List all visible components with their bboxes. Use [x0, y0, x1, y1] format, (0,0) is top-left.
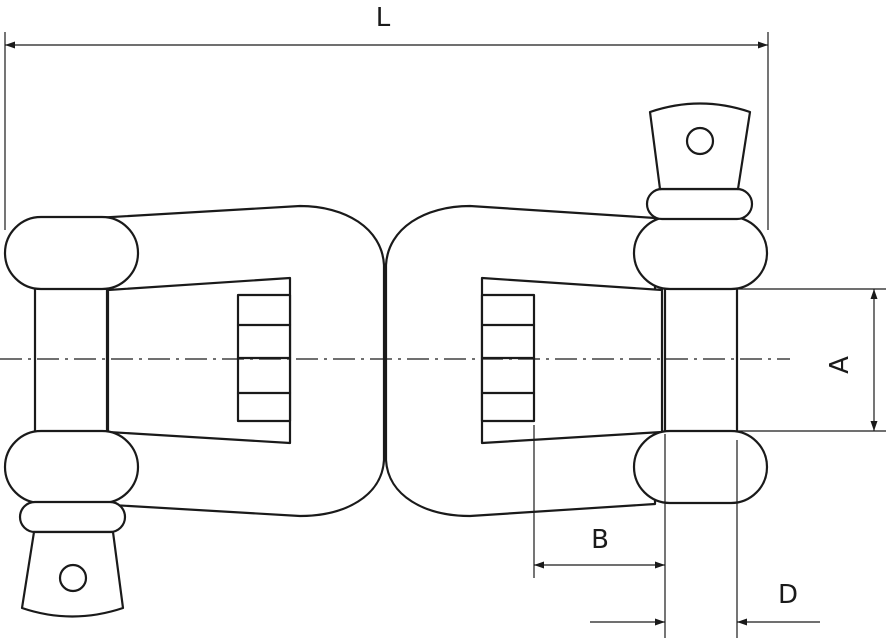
- dimension-A-label: A: [825, 356, 855, 374]
- right-washer: [645, 187, 754, 221]
- right-shackle: [384, 102, 769, 518]
- left-upper-eye: [3, 215, 140, 291]
- right-pin: [663, 284, 739, 436]
- dimension-B-label: B: [591, 525, 609, 555]
- right-lower-eye: [632, 429, 769, 505]
- right-upper-eye: [632, 215, 769, 291]
- dimension-L-label: L: [376, 3, 391, 33]
- right-hex-nut: [480, 293, 536, 423]
- dimension-L: L: [4, 3, 769, 230]
- left-washer: [18, 500, 127, 534]
- left-shackle: [3, 204, 386, 618]
- left-pin: [33, 284, 109, 436]
- right-lug-hole-icon: [685, 126, 715, 156]
- left-lower-eye: [3, 429, 140, 505]
- dimension-D-label: D: [778, 580, 798, 610]
- left-lug-hole-icon: [58, 563, 88, 593]
- dimension-D: D: [590, 440, 820, 638]
- dimension-A: A: [737, 288, 886, 432]
- left-hex-nut: [236, 293, 292, 423]
- dimension-B: B: [533, 425, 666, 638]
